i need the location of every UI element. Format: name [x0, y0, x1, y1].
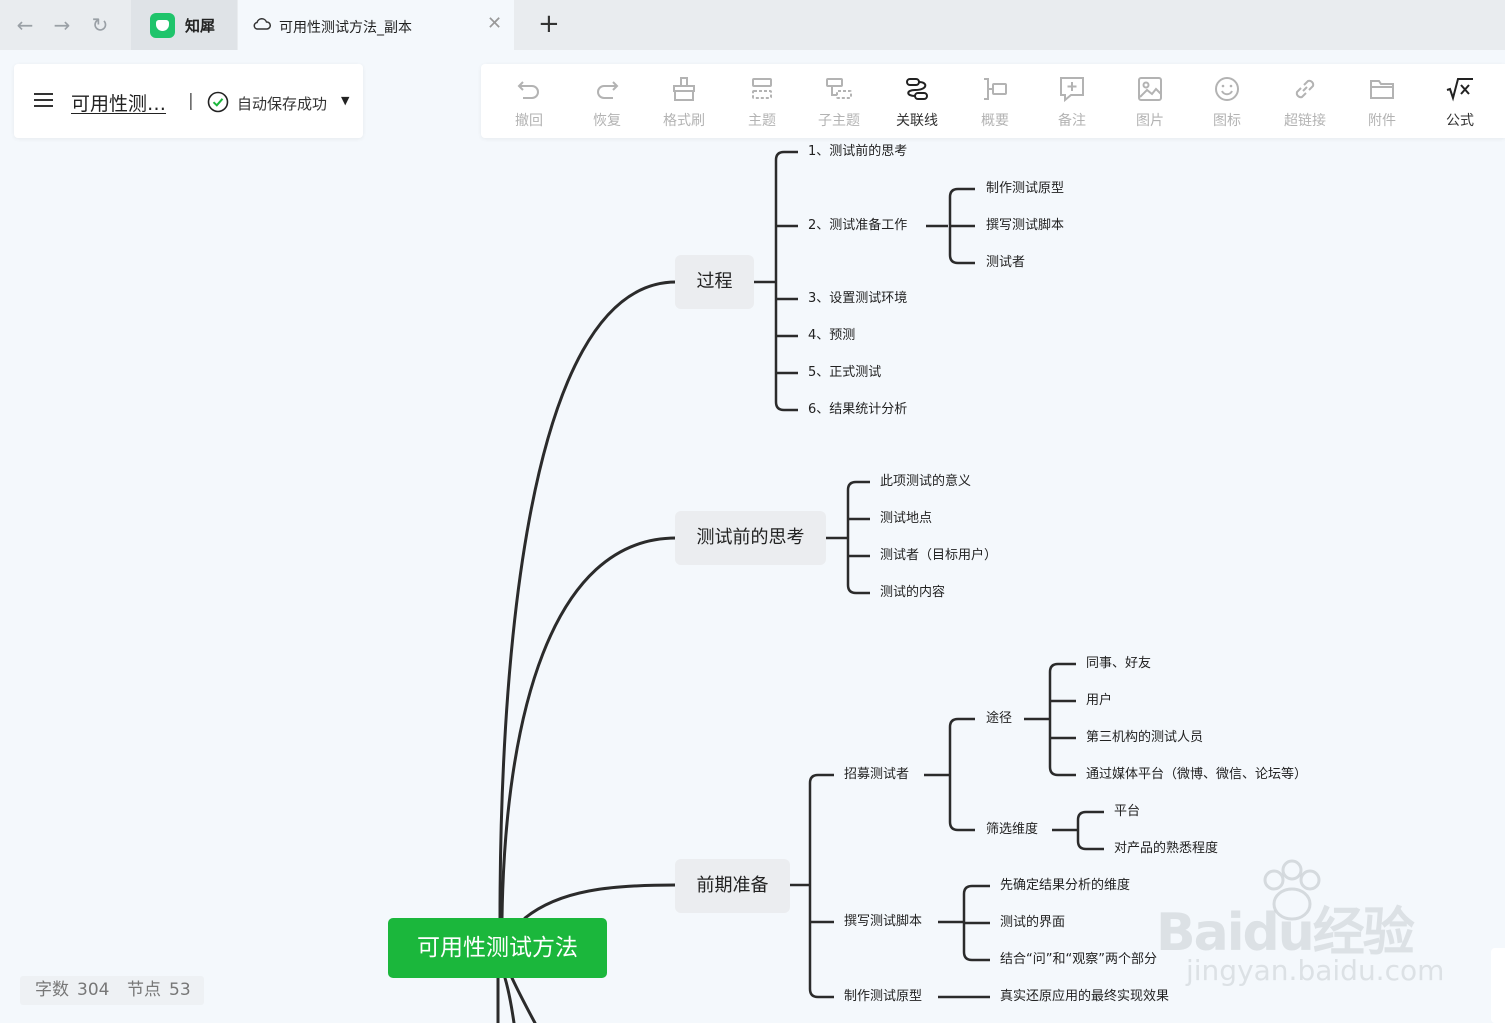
side-panel-handle[interactable] — [1491, 948, 1505, 1023]
channels-node[interactable]: 途径 — [986, 711, 1013, 726]
branch-preparation[interactable]: 前期准备 — [675, 859, 790, 913]
baidu-watermark: Baidu经验 jingyan.baidu.com — [1152, 858, 1452, 998]
channel-item-4[interactable]: 通过媒体平台（微博、微信、论坛等） — [1086, 767, 1308, 782]
process-item-5[interactable]: 5、正式测试 — [808, 365, 882, 380]
thinking-item-4[interactable]: 测试的内容 — [880, 585, 946, 600]
undo-icon — [517, 81, 539, 99]
thinking-item-1[interactable]: 此项测试的意义 — [880, 474, 972, 489]
note-icon — [1060, 77, 1084, 103]
tab-app[interactable]: 知犀 — [131, 0, 237, 50]
process-item-1[interactable]: 1、测试前的思考 — [808, 144, 908, 159]
channel-item-1[interactable]: 同事、好友 — [1086, 656, 1152, 671]
redo-button[interactable]: 恢复 — [577, 64, 637, 138]
filter-item-2[interactable]: 对产品的熟悉程度 — [1114, 841, 1219, 856]
subtopic-icon — [826, 78, 852, 99]
relation-line-icon — [906, 78, 928, 100]
new-tab-plus-icon[interactable]: + — [538, 9, 560, 39]
redo-icon — [597, 81, 619, 99]
prototype-node[interactable]: 制作测试原型 — [844, 989, 923, 1004]
summary-button[interactable]: 概要 — [965, 64, 1025, 138]
node-count: 53 — [169, 980, 191, 1000]
folder-icon — [1370, 80, 1394, 99]
prep-child-script[interactable]: 撰写测试脚本 — [986, 218, 1065, 233]
close-tab-icon[interactable]: ✕ — [487, 13, 503, 34]
doc-header-card: 可用性测… | 自动保存成功 ▼ — [14, 64, 363, 138]
word-count-label: 字数 — [35, 980, 69, 1000]
doc-tab-title: 可用性测试方法_副本 — [279, 20, 412, 36]
cloud-icon — [253, 18, 271, 30]
save-status[interactable]: 自动保存成功 — [237, 95, 328, 113]
paw-logo — [1263, 859, 1321, 921]
attachment-button[interactable]: 附件 — [1352, 64, 1412, 138]
recruit-node[interactable]: 招募测试者 — [844, 767, 910, 782]
branch-process[interactable]: 过程 — [675, 255, 754, 309]
hyperlink-button[interactable]: 超链接 — [1275, 64, 1335, 138]
caret-down-icon[interactable]: ▼ — [341, 94, 350, 107]
formula-button[interactable]: 公式 — [1430, 64, 1490, 138]
smiley-icon — [1215, 77, 1239, 101]
script-item-3[interactable]: 结合“问”和“观察”两个部分 — [1000, 952, 1157, 967]
filter-node[interactable]: 筛选维度 — [986, 822, 1039, 837]
summary-icon — [984, 78, 1007, 100]
script-item-1[interactable]: 先确定结果分析的维度 — [1000, 878, 1131, 893]
reload-icon[interactable]: ↻ — [91, 13, 109, 37]
thinking-item-3[interactable]: 测试者（目标用户） — [880, 548, 998, 563]
undo-button[interactable]: 撤回 — [499, 64, 559, 138]
filter-item-1[interactable]: 平台 — [1114, 804, 1141, 819]
formula-icon — [1446, 78, 1473, 102]
format-brush-icon — [673, 77, 695, 101]
menu-icon[interactable] — [34, 92, 54, 108]
doc-title[interactable]: 可用性测… — [71, 93, 167, 115]
watermark-brand: Baidu经验 — [1156, 903, 1415, 963]
prototype-item-1[interactable]: 真实还原应用的最终实现效果 — [1000, 989, 1170, 1004]
word-count: 304 — [77, 980, 110, 1000]
link-icon — [1295, 79, 1315, 99]
title-separator: | — [188, 91, 194, 111]
image-button[interactable]: 图片 — [1120, 64, 1180, 138]
toolbar: 撤回 恢复 格式刷 主题 子主题 关联线 概要 备注 图片 图标 超链接 — [481, 64, 1505, 138]
prep-child-prototype[interactable]: 制作测试原型 — [986, 181, 1065, 196]
app-tab-label: 知犀 — [185, 17, 216, 35]
doc-stats: 字数 304 节点 53 — [20, 976, 204, 1005]
watermark-url: jingyan.baidu.com — [1186, 954, 1445, 987]
arrow-right-icon[interactable]: → — [53, 13, 71, 37]
process-item-6[interactable]: 6、结果统计分析 — [808, 402, 908, 417]
check-circle-icon — [207, 91, 229, 113]
app-logo-icon — [150, 13, 175, 38]
topic-button[interactable]: 主题 — [732, 64, 792, 138]
topic-icon — [752, 78, 772, 99]
process-item-3[interactable]: 3、设置测试环境 — [808, 291, 908, 306]
script-item-2[interactable]: 测试的界面 — [1000, 915, 1066, 930]
browser-tab-bar: ← → ↻ 知犀 可用性测试方法_副本 ✕ + — [0, 0, 1505, 50]
note-button[interactable]: 备注 — [1042, 64, 1102, 138]
prep-child-tester[interactable]: 测试者 — [986, 255, 1026, 270]
thinking-item-2[interactable]: 测试地点 — [880, 511, 933, 526]
process-item-2[interactable]: 2、测试准备工作 — [808, 218, 908, 233]
channel-item-3[interactable]: 第三机构的测试人员 — [1086, 730, 1204, 745]
process-item-4[interactable]: 4、预测 — [808, 328, 856, 343]
node-count-label: 节点 — [127, 980, 161, 1000]
relation-line-button[interactable]: 关联线 — [887, 64, 947, 138]
image-icon — [1138, 77, 1162, 101]
channel-item-2[interactable]: 用户 — [1086, 693, 1113, 708]
branch-thinking[interactable]: 测试前的思考 — [675, 511, 826, 565]
root-node[interactable]: 可用性测试方法 — [388, 918, 607, 978]
subtopic-button[interactable]: 子主题 — [809, 64, 869, 138]
tab-document[interactable]: 可用性测试方法_副本 ✕ — [238, 0, 514, 50]
arrow-left-icon[interactable]: ← — [16, 13, 34, 37]
icon-button[interactable]: 图标 — [1197, 64, 1257, 138]
script-node[interactable]: 撰写测试脚本 — [844, 914, 923, 929]
format-brush-button[interactable]: 格式刷 — [654, 64, 714, 138]
